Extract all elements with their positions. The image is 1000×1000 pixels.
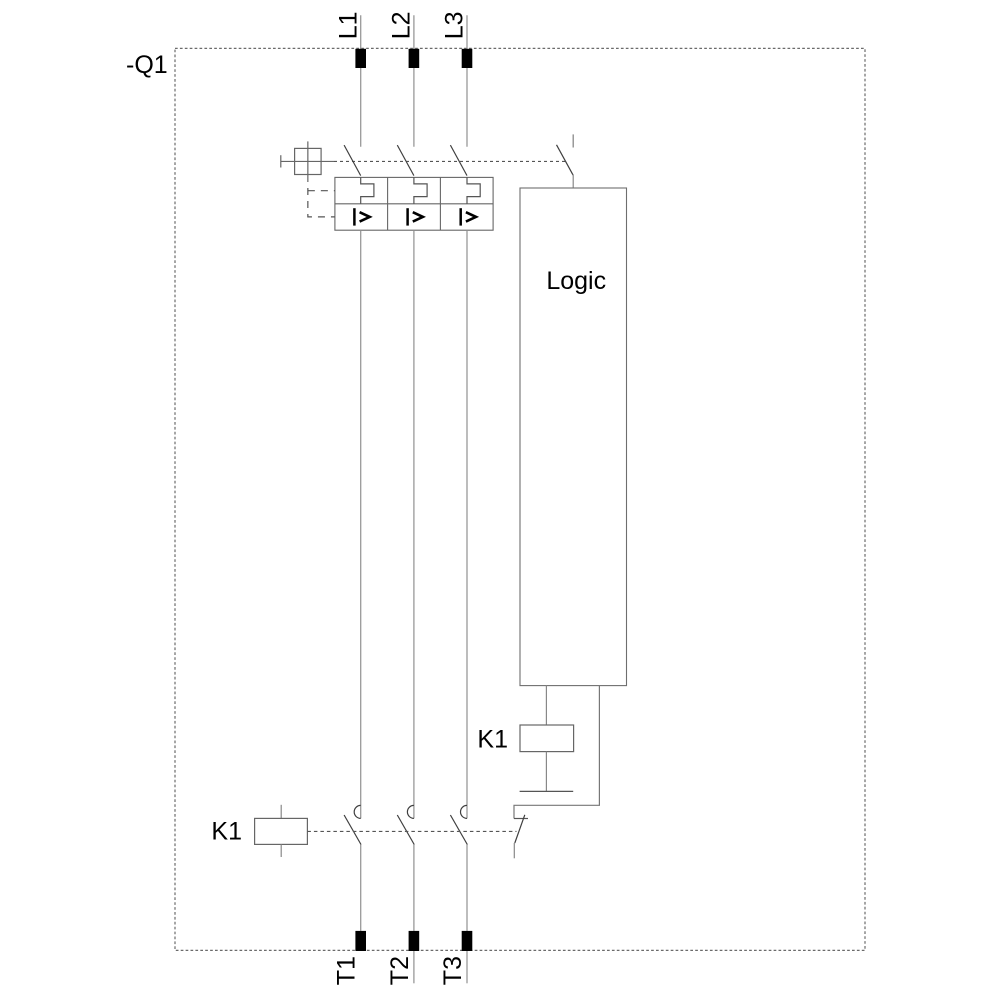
svg-text:-Q1: -Q1 <box>126 51 168 79</box>
svg-text:L3: L3 <box>441 11 469 39</box>
svg-text:T3: T3 <box>439 956 467 985</box>
svg-text:T1: T1 <box>333 956 361 985</box>
svg-text:L2: L2 <box>388 11 416 39</box>
svg-text:K1: K1 <box>211 818 242 846</box>
svg-text:Logic: Logic <box>546 267 606 295</box>
svg-text:T2: T2 <box>386 956 414 985</box>
svg-text:K1: K1 <box>477 726 508 754</box>
svg-text:L1: L1 <box>334 11 362 39</box>
